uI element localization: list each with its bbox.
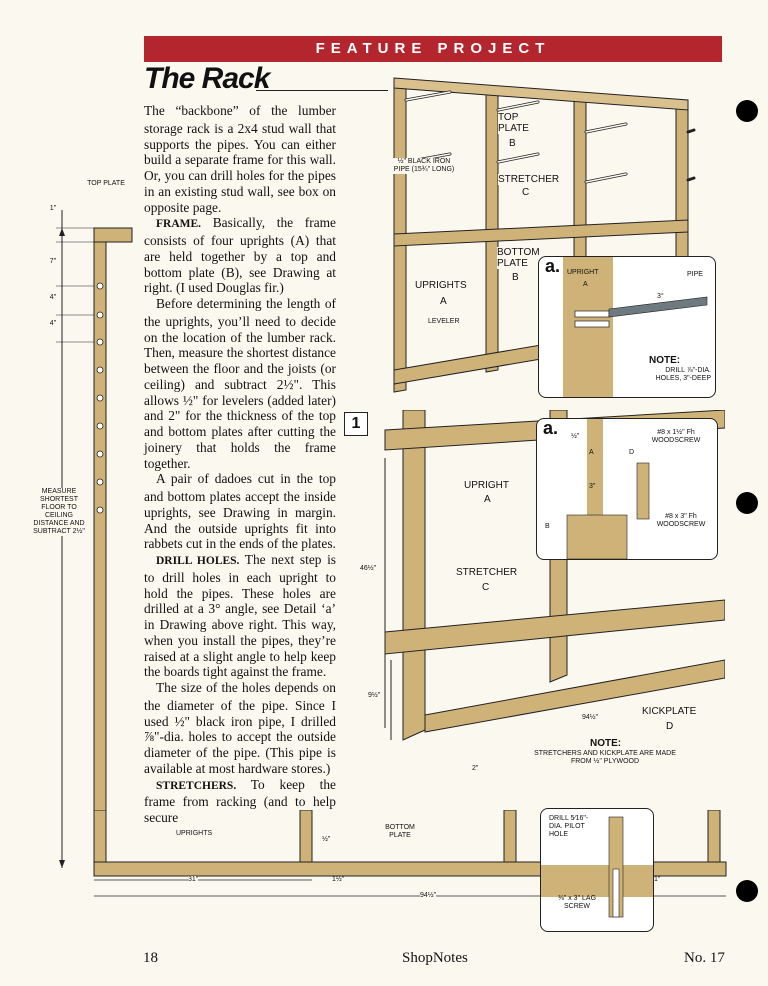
article-title: The Rack <box>144 62 270 95</box>
detail-upright-ref: A <box>583 281 588 288</box>
top-plate-board <box>93 227 133 243</box>
fig1-dim-bottom: 2" <box>472 765 479 772</box>
detail-screw-1: #8 x 1½" Fh WOODSCREW <box>651 429 701 444</box>
paragraph: A pair of dadoes cut in the top and bott… <box>144 471 336 552</box>
margin-dim-7: 7" <box>49 258 57 265</box>
paragraph: Stretchers. To keep the frame from racki… <box>144 776 336 826</box>
detail-dim-half: ½" <box>571 433 580 440</box>
stretcher-label: STRETCHER <box>498 174 560 185</box>
bottom-dim-31: 31" <box>188 876 199 884</box>
lag-screw-label: ⅜" x 3" LAG SCREW <box>557 895 597 910</box>
fig1-dim-height: 46½" <box>360 565 377 572</box>
detail-a-mid: a. ½" A D B 3" #8 x 1½" Fh WOODSCREW #8 … <box>536 418 718 560</box>
issue-number: No. 17 <box>684 950 725 966</box>
detail-letter: a. <box>545 256 561 276</box>
margin-dim-1: 1" <box>49 205 57 212</box>
detail-letter: a. <box>543 418 559 438</box>
margin-dim-4a: 4" <box>49 294 57 301</box>
top-plate-ref: B <box>509 138 516 149</box>
bottom-plate-label: BOTTOM PLATE <box>497 247 545 269</box>
leveler-label: LEVELER <box>428 318 460 325</box>
uprights-label: UPRIGHTS <box>415 280 467 291</box>
fig1-stretcher-label: STRETCHER <box>456 567 518 578</box>
bottom-dim-94: 94½" <box>420 892 437 900</box>
detail-screw-2: #8 x 3" Fh WOODSCREW <box>656 513 706 528</box>
margin-dim-4b: 4" <box>49 320 57 327</box>
figure-number: 1 <box>344 412 368 436</box>
margin-measure-note: MEASURE SHORTEST FLOOR TO CEILING DISTAN… <box>30 488 88 536</box>
upright-board <box>93 227 107 869</box>
page-number: 18 <box>143 950 158 966</box>
fig1-dim-low: 9½" <box>368 692 381 699</box>
top-plate-label: TOP PLATE <box>498 112 548 134</box>
detail-note-head: NOTE: <box>649 355 681 366</box>
binder-hole <box>736 100 758 122</box>
bottom-dim-1half: 1½" <box>332 876 345 883</box>
detail-note-body: DRILL ⅞"-DIA. HOLES, 3"-DEEP <box>655 367 711 382</box>
detail-pipe-label: PIPE <box>687 271 703 278</box>
margin-top-plate-label: TOP PLATE <box>87 180 125 187</box>
paragraph: The “backbone” of the lumber storage rac… <box>144 103 336 215</box>
paragraph: Frame. Basically, the frame consists of … <box>144 215 336 296</box>
pipe-note: ½" BLACK IRON PIPE (15¾" LONG) <box>392 158 456 174</box>
fig1-upright-label: UPRIGHT <box>464 480 509 491</box>
stretcher-ref: C <box>522 187 530 198</box>
lag-screw-detail: DRILL 5⁄16"-DIA. PILOT HOLE ⅜" x 3" LAG … <box>540 808 654 932</box>
pipe-holes <box>96 282 104 514</box>
bottom-dim-half: ½" <box>322 836 331 843</box>
fig1-stretcher-ref: C <box>482 582 490 593</box>
kickplate-label: KICKPLATE <box>642 706 697 717</box>
uprights-ref: A <box>440 296 447 307</box>
lag-dim-1: 1" <box>654 876 661 883</box>
detail-ref-b: B <box>545 523 550 530</box>
paragraph: Drill Holes. The next step is to drill h… <box>144 552 336 680</box>
detail-a-top: a. UPRIGHT A PIPE 3° NOTE: DRILL ⅞"-DIA.… <box>538 256 716 398</box>
detail-dim-3: 3" <box>589 483 596 490</box>
fig1-upright-ref: A <box>484 494 491 505</box>
paragraph: The size of the holes depends on the dia… <box>144 680 336 776</box>
binder-hole <box>736 880 758 902</box>
bottom-uprights-label: UPRIGHTS <box>176 830 213 837</box>
detail-ref-d: D <box>629 449 635 456</box>
detail-ref-a: A <box>589 449 594 456</box>
fig1-note-body: STRETCHERS AND KICKPLATE ARE MADE FROM ½… <box>534 750 676 765</box>
drill-note: DRILL 5⁄16"-DIA. PILOT HOLE <box>549 815 589 838</box>
paragraph: Before determining the length of the upr… <box>144 296 336 471</box>
binder-hole <box>736 492 758 514</box>
fig1-note-head: NOTE: <box>590 738 622 749</box>
bottom-plate-label: BOTTOM PLATE <box>385 824 415 839</box>
fig1-dim-span: 94½" <box>582 714 599 721</box>
feature-banner: FEATURE PROJECT <box>144 36 722 62</box>
title-rule <box>256 90 388 91</box>
article-body: The “backbone” of the lumber storage rac… <box>144 103 336 826</box>
kickplate-ref: D <box>666 721 674 732</box>
magazine-name: ShopNotes <box>402 950 468 966</box>
margin-upright-drawing <box>56 210 133 869</box>
detail-angle: 3° <box>657 293 664 300</box>
detail-upright-label: UPRIGHT <box>567 269 599 276</box>
bottom-plate-ref: B <box>512 272 519 283</box>
